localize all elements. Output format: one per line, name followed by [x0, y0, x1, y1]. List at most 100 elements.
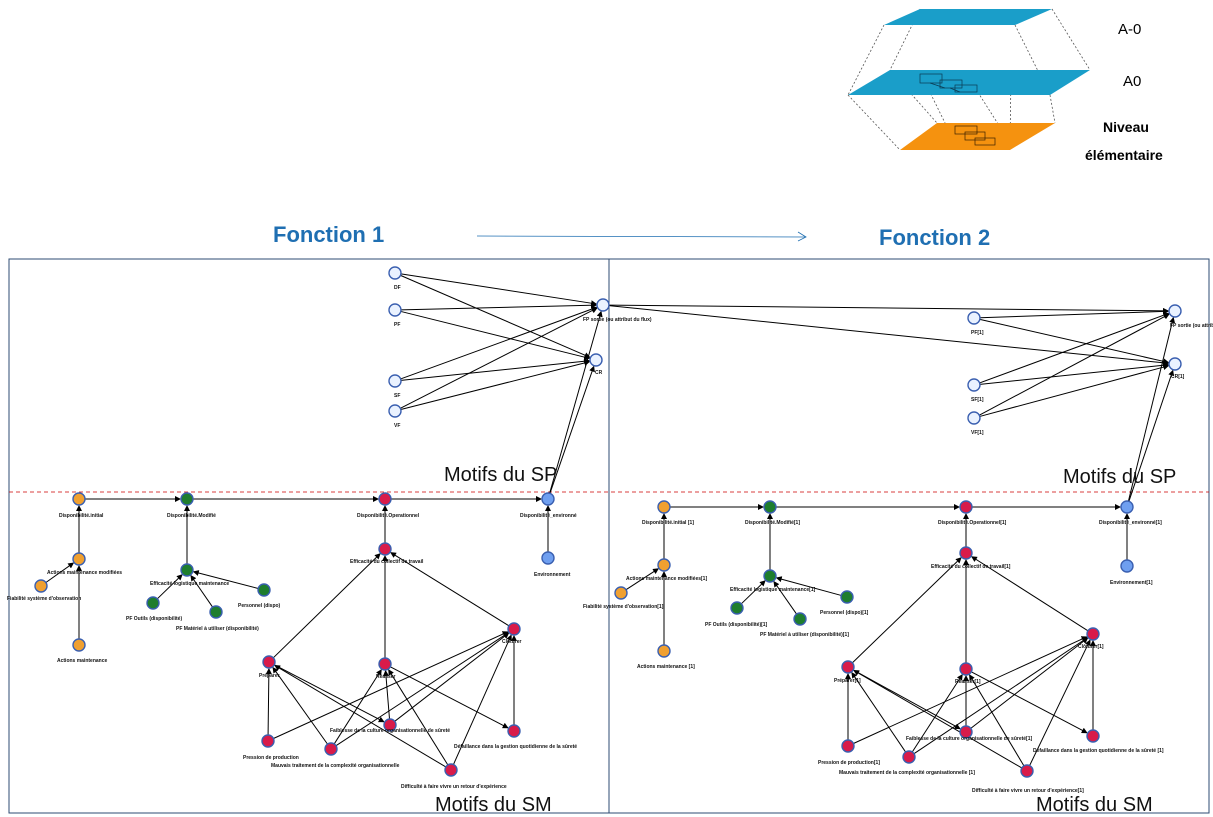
node-p1-vf[interactable]: VF — [388, 404, 402, 429]
edges-layer — [45, 273, 1176, 769]
node-p2-eff-log[interactable]: Efficacité logistique maintenance[1] — [730, 569, 816, 593]
node-label: CR — [595, 370, 603, 376]
node-p1-disp-oper[interactable]: Disponibilité.Operationnel — [357, 492, 420, 519]
panel-2-motifs-sm-label: Motifs du SM — [1036, 794, 1153, 816]
node-label: FP sortie (ou attribut du flux) — [583, 317, 652, 323]
node-label: PF Matériel à utiliser (disponibilité)[1… — [760, 632, 849, 638]
node-p1-faiblesse[interactable]: Faiblesse de la culture organisationnell… — [330, 718, 450, 734]
node-p2-actions-modif[interactable]: Actions maintenance modifiées[1] — [626, 558, 707, 582]
node-p1-cr[interactable]: CR — [589, 353, 603, 376]
node-p2-disp-env[interactable]: Disponibilité_environné[1] — [1099, 500, 1162, 526]
edge-p1-pf_outils-to-eff_log — [156, 574, 183, 600]
node-p1-pression[interactable]: Pression de production — [243, 734, 299, 761]
node-p1-pf-materiel[interactable]: PF Matériel à utiliser (disponibilité) — [176, 605, 259, 632]
node-p2-actions[interactable]: Actions maintenance [1] — [637, 644, 695, 670]
node-circle — [257, 583, 271, 597]
node-p2-defaillance[interactable]: Défaillance dans la gestion quotidienne … — [1033, 729, 1164, 754]
node-circle — [657, 500, 671, 514]
node-p1-actions-modif[interactable]: Actions maintenance modifiées — [47, 552, 122, 576]
node-p1-disp-initial[interactable]: Disponibilité.initial — [59, 492, 104, 519]
edge-p1-faiblesse-to-cloturer — [394, 632, 510, 722]
node-p2-fp[interactable]: FP sortie (ou attribut du flux)[1] — [1168, 304, 1213, 329]
edge-p2-cloturer-to-eff_collectif — [971, 556, 1089, 632]
edge-p2-faiblesse-to-cloturer — [970, 637, 1089, 729]
node-p2-mauvais[interactable]: Mauvais traitement de la complexité orga… — [839, 750, 975, 776]
node-p1-mauvais[interactable]: Mauvais traitement de la complexité orga… — [271, 742, 400, 769]
edge-p2-difficulte-to-cloturer — [1029, 639, 1091, 766]
edge-f1-fp-to-f2-fp — [608, 304, 1170, 314]
edge-p1-pf-to-fp — [400, 302, 598, 311]
node-p1-environnement[interactable]: Environnement — [534, 551, 571, 578]
node-label: Disponibilité.Operationnel[1] — [938, 520, 1007, 526]
node-circle — [614, 586, 628, 600]
node-p1-actions[interactable]: Actions maintenance — [57, 638, 108, 664]
node-p2-cr[interactable]: CR[1] — [1168, 357, 1185, 380]
node-p1-disp-modifie[interactable]: Disponibilité.Modifié — [167, 492, 216, 519]
node-p2-pf-materiel[interactable]: PF Matériel à utiliser (disponibilité)[1… — [760, 612, 849, 638]
node-p1-difficulte[interactable]: Difficulté à faire vivre un retour d'exp… — [401, 763, 507, 790]
node-p2-pf[interactable]: PF[1] — [967, 311, 984, 336]
node-label: Disponibilité.Modifié — [167, 513, 216, 519]
node-p2-disp-modifie[interactable]: Disponibilité.Modifié[1] — [745, 500, 800, 526]
node-circle — [841, 660, 855, 674]
node-circle — [967, 378, 981, 392]
node-p1-fp[interactable]: FP sortie (ou attribut du flux) — [583, 298, 652, 323]
node-circle — [388, 303, 402, 317]
node-p1-eff-log[interactable]: Efficacité logistique maintenance — [150, 563, 229, 587]
node-p2-eff-collectif[interactable]: Efficacité du collectif de travail[1] — [931, 546, 1011, 570]
node-label: Pression de production[1] — [818, 760, 880, 766]
node-p1-pf[interactable]: PF — [388, 303, 402, 328]
node-circle — [657, 558, 671, 572]
edge-p2-mauvais-to-preparer — [851, 671, 907, 753]
edge-p2-disp_env-to-cr — [1128, 369, 1175, 502]
node-p1-personnel[interactable]: Personnel (dispo) — [238, 583, 281, 609]
edge-p2-pf-to-cr — [979, 318, 1170, 365]
node-circle — [146, 596, 160, 610]
node-p2-disp-oper[interactable]: Disponibilité.Operationnel[1] — [938, 500, 1007, 526]
node-p2-preparer[interactable]: Préparer[1] — [834, 660, 861, 684]
edge-p1-disp_env-to-cr — [549, 365, 595, 494]
node-p1-eff-collectif[interactable]: Efficacité du collectif de travail — [350, 542, 424, 565]
node-p2-personnel[interactable]: Personnel (dispo)[1] — [820, 590, 869, 616]
node-circle — [34, 579, 48, 593]
node-p1-realiser[interactable]: Réaliser — [376, 657, 396, 680]
node-label: PF Matériel à utiliser (disponibilité) — [176, 626, 259, 632]
node-p2-environnement[interactable]: Environnement[1] — [1110, 559, 1153, 586]
node-label: Pression de production — [243, 755, 299, 761]
node-p1-cloturer[interactable]: Clôturer — [502, 622, 522, 645]
node-p1-df[interactable]: DF — [388, 266, 402, 291]
node-p1-defaillance[interactable]: Défaillance dans la gestion quotidienne … — [454, 724, 577, 750]
node-label: Clôturer — [502, 639, 522, 645]
node-label: CR[1] — [1171, 374, 1185, 380]
node-label: SF[1] — [971, 397, 984, 403]
node-p1-sf[interactable]: SF — [388, 374, 402, 399]
node-p1-preparer[interactable]: Préparer — [259, 655, 280, 679]
node-circle — [840, 590, 854, 604]
edge-p1-pf_materiel-to-eff_log — [190, 574, 214, 608]
node-circle — [72, 492, 86, 506]
node-label: Défaillance dans la gestion quotidienne … — [454, 744, 577, 750]
function-2-title: Fonction 2 — [879, 225, 990, 250]
node-p2-difficulte[interactable]: Difficulté à faire vivre un retour d'exp… — [972, 764, 1084, 794]
node-p1-pf-outils[interactable]: PF Outils (disponibilité) — [126, 596, 182, 622]
edge-p2-difficulte-to-realiser — [969, 674, 1025, 767]
node-p2-faiblesse[interactable]: Faiblesse de la culture organisationnell… — [906, 725, 1032, 742]
node-p2-sf[interactable]: SF[1] — [967, 378, 984, 403]
edge-p1-difficulte-to-cloturer — [452, 634, 512, 765]
edge-p2-difficulte-to-preparer — [853, 670, 1023, 769]
node-p2-cloturer[interactable]: Clôturer[1] — [1078, 627, 1104, 650]
node-p2-disp-initial[interactable]: Disponibilité.initial [1] — [642, 500, 694, 526]
edge-p1-vf-to-fp — [400, 307, 598, 409]
node-label: Disponibilité.Modifié[1] — [745, 520, 800, 526]
node-p2-pf-outils[interactable]: PF Outils (disponibilité)[1] — [705, 601, 768, 628]
node-label: Personnel (dispo)[1] — [820, 610, 869, 616]
node-p2-fiabilite[interactable]: Fiabilité système d'observation[1] — [583, 586, 664, 610]
node-p2-vf[interactable]: VF[1] — [967, 411, 984, 436]
node-p2-pression[interactable]: Pression de production[1] — [818, 739, 880, 766]
node-label: Préparer — [259, 673, 280, 679]
node-p2-realiser[interactable]: Réaliser[1] — [955, 662, 981, 685]
node-p1-fiabilite[interactable]: Fiabilité système d'observation — [7, 579, 81, 602]
node-p1-disp-env[interactable]: Disponibilité_environné — [520, 492, 577, 519]
node-label: Réaliser — [376, 674, 396, 680]
